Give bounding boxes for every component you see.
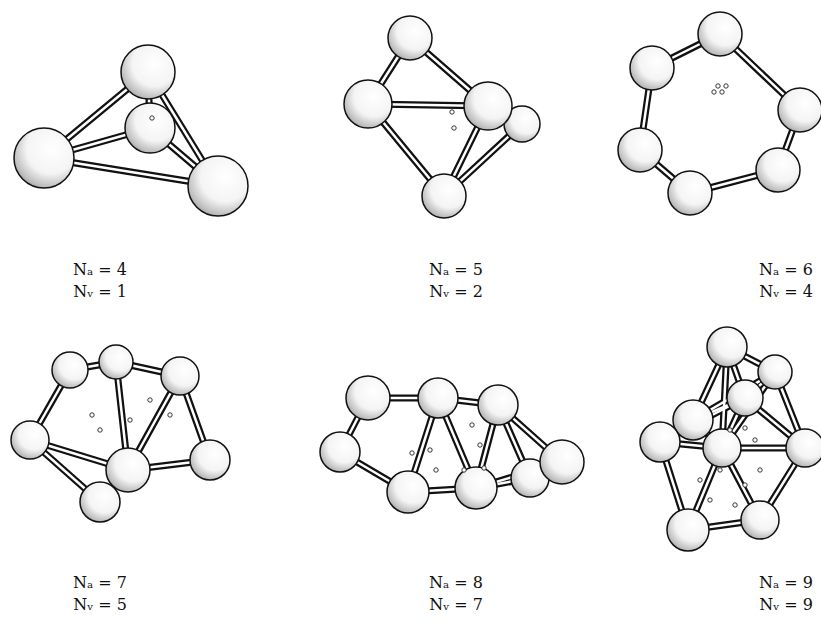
atom-sphere [14, 128, 74, 188]
atom-sphere [188, 156, 248, 216]
atom-sphere [618, 128, 662, 172]
bond-group [368, 38, 522, 196]
atom-sphere [418, 378, 458, 418]
cluster-count-label: Nₐ = 4 [73, 260, 127, 279]
vacancy-dot [758, 468, 762, 472]
cluster-count-label: Nᵥ = 4 [759, 282, 813, 301]
atom-sphere [464, 82, 512, 130]
atom-sphere [640, 422, 680, 462]
atom-cluster [344, 16, 540, 218]
vacancy-dot [450, 110, 454, 114]
vacancy-dot [452, 126, 456, 130]
vacancy-dot [720, 90, 724, 94]
vacancy-dot [90, 413, 94, 417]
atom-cluster [320, 376, 584, 513]
atom-sphere [52, 352, 88, 388]
atom-sphere [786, 429, 821, 467]
vacancy-dot [168, 413, 172, 417]
cluster-count-label: Nᵥ = 7 [429, 595, 483, 614]
atom-sphere [11, 421, 49, 459]
cluster-count-label: Nₐ = 9 [759, 573, 813, 592]
atom-cluster [11, 345, 230, 522]
vacancy-dot [698, 478, 702, 482]
atom-sphere [320, 432, 360, 472]
vacancy-dot [712, 90, 716, 94]
atom-sphere [707, 327, 747, 367]
atom-sphere [422, 174, 466, 218]
atom-cluster [618, 12, 821, 215]
vacancy-dot [482, 466, 486, 470]
atom-sphere [540, 440, 584, 484]
vacancy-dot [410, 451, 414, 455]
atom-sphere [388, 16, 432, 60]
atom-sphere [630, 46, 674, 90]
vacancy-dot [128, 418, 132, 422]
atom-cluster [14, 45, 248, 216]
vacancy-dot [716, 84, 720, 88]
cluster-count-label: Nₐ = 8 [429, 573, 483, 592]
vacancy-dot [733, 503, 737, 507]
cluster-count-label: Nₐ = 6 [759, 260, 813, 279]
atom-sphere [778, 88, 821, 132]
atom-sphere [703, 429, 741, 467]
vacancy-dot [478, 443, 482, 447]
atom-sphere [667, 509, 709, 551]
vacancy-dot [434, 468, 438, 472]
vacancy-dot [150, 116, 154, 120]
atom-sphere [741, 501, 779, 539]
vacancy-dot [98, 428, 102, 432]
cluster-count-label: Nᵥ = 5 [73, 595, 127, 614]
bond-group [660, 347, 805, 530]
atom-sphere [758, 355, 792, 389]
atom-sphere [121, 45, 175, 99]
vacancy-dot [753, 438, 757, 442]
atom-sphere [80, 482, 120, 522]
vacancy-dot [428, 448, 432, 452]
cluster-count-label: Nₐ = 7 [73, 573, 127, 592]
atom-sphere [344, 80, 392, 128]
atom-sphere [161, 357, 199, 395]
atom-sphere [727, 380, 763, 416]
atom-sphere [698, 12, 742, 56]
vacancy-dot [728, 428, 732, 432]
cluster-count-label: Nᵥ = 9 [759, 595, 813, 614]
cluster-count-label: Nᵥ = 1 [73, 282, 127, 301]
atom-sphere [106, 448, 150, 492]
vacancy-dot [718, 468, 722, 472]
vacancy-dot [462, 468, 466, 472]
vacancy-dot [708, 498, 712, 502]
atom-sphere [99, 345, 133, 379]
atom-sphere [190, 440, 230, 480]
vacancy-dot [743, 426, 747, 430]
vacancy-dot [743, 483, 747, 487]
atom-sphere [756, 148, 800, 192]
atom-sphere [387, 471, 429, 513]
atom-sphere [455, 467, 497, 509]
atom-sphere [478, 385, 518, 425]
cluster-count-label: Nₐ = 5 [429, 260, 483, 279]
vacancy-dot [470, 423, 474, 427]
atom-cluster [640, 327, 821, 551]
atom-sphere [668, 171, 712, 215]
atom-sphere [346, 376, 390, 420]
cluster-count-label: Nᵥ = 2 [429, 282, 483, 301]
vacancy-dot [148, 398, 152, 402]
vacancy-dot [724, 84, 728, 88]
atom-sphere [125, 103, 175, 153]
